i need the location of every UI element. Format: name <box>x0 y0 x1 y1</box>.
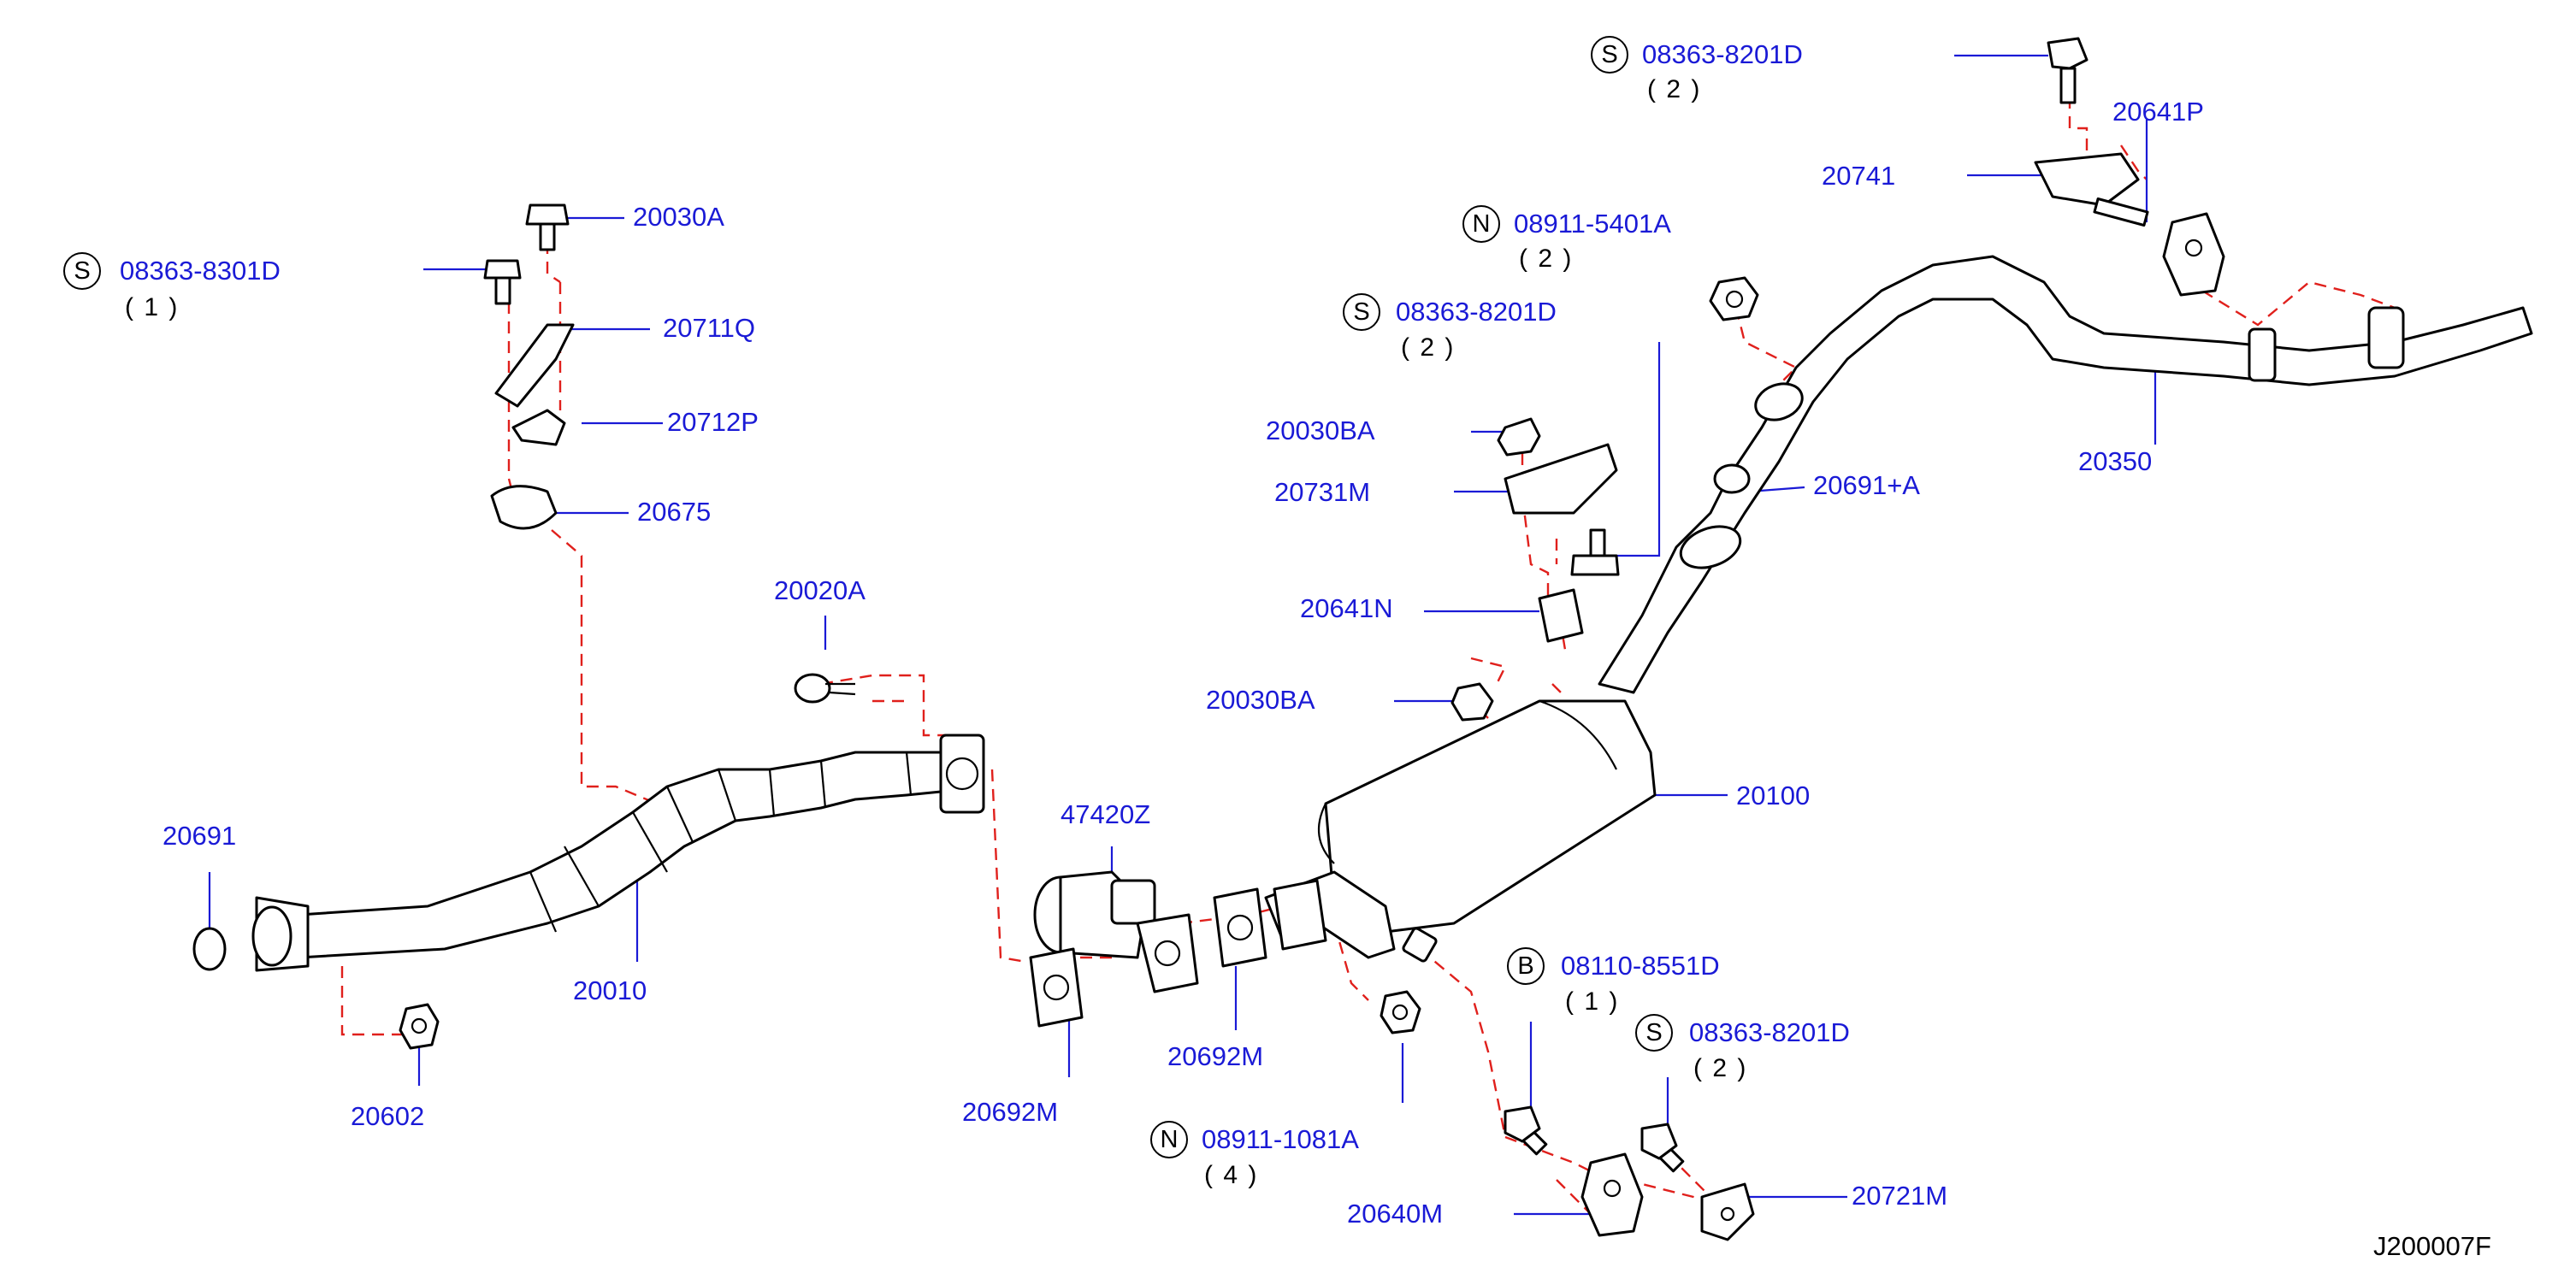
part-number-label[interactable]: 20692M <box>1167 1041 1264 1071</box>
part-number-label[interactable]: 08363-8201D <box>1642 39 1803 69</box>
rear-hanger-assembly <box>2034 37 2225 297</box>
part-number-label[interactable]: 20350 <box>2078 446 2153 476</box>
nut-part <box>399 1003 440 1050</box>
clip-part <box>794 673 856 704</box>
part-number-label[interactable]: 20010 <box>573 975 647 1005</box>
quantity-label: ( 2 ) <box>1401 333 1456 362</box>
standard-bolt-badge: S <box>63 252 101 290</box>
quantity-label: ( 2 ) <box>1519 245 1574 273</box>
flange-nut <box>1380 990 1421 1034</box>
standard-bolt-badge: S <box>1591 36 1628 74</box>
flange-gasket-right <box>1213 887 1267 968</box>
part-number-label[interactable]: 08363-8301D <box>120 256 281 286</box>
part-number-label[interactable]: 20691+A <box>1813 470 1920 500</box>
part-number-label[interactable]: 20675 <box>637 497 712 527</box>
quantity-label: ( 2 ) <box>1693 1054 1748 1082</box>
part-number-label[interactable]: 20641P <box>2112 97 2204 127</box>
standard-bolt-badge: S <box>1343 293 1380 331</box>
part-number-label[interactable]: 20100 <box>1736 781 1811 810</box>
part-number-label[interactable]: 08110-8551D <box>1561 951 1720 981</box>
part-number-label[interactable]: 20731M <box>1274 477 1371 507</box>
bolt-badge: B <box>1507 947 1545 985</box>
callout-leader-lines <box>208 54 2157 1216</box>
part-number-label[interactable]: 08363-8201D <box>1396 297 1557 327</box>
part-number-label[interactable]: 20711Q <box>663 313 756 343</box>
nut-badge: N <box>1462 205 1500 243</box>
part-number-label[interactable]: 08911-5401A <box>1514 209 1671 239</box>
part-number-label[interactable]: 20741 <box>1822 161 1896 191</box>
quantity-label: ( 1 ) <box>1565 987 1620 1016</box>
part-number-label[interactable]: 20030BA <box>1206 685 1315 715</box>
center-joint-assembly <box>1033 870 1199 993</box>
part-number-label[interactable]: 20641N <box>1300 593 1393 623</box>
part-number-label[interactable]: 20721M <box>1852 1181 1948 1211</box>
gasket-ring <box>192 927 227 971</box>
part-number-label[interactable]: 08363-8201D <box>1689 1017 1850 1047</box>
front-exhaust-pipe <box>251 734 985 972</box>
outlet-nut <box>1709 276 1759 321</box>
part-number-label[interactable]: 08911-1081A <box>1202 1124 1359 1154</box>
outlet-gasket <box>1713 463 1751 494</box>
part-number-label[interactable]: 20712P <box>667 407 759 437</box>
part-number-label[interactable]: 20602 <box>351 1101 425 1131</box>
part-number-label[interactable]: 47420Z <box>1061 799 1151 829</box>
main-muffler <box>1264 699 1657 963</box>
middle-hanger-assembly <box>1450 417 1620 722</box>
part-number-label[interactable]: 20020A <box>774 575 866 605</box>
part-number-label[interactable]: 20640M <box>1347 1199 1444 1229</box>
quantity-label: ( 1 ) <box>125 293 180 321</box>
part-number-label[interactable]: 20030A <box>633 202 724 232</box>
bottom-hanger-assembly <box>1504 1105 1755 1241</box>
nut-badge: N <box>1150 1121 1188 1158</box>
part-number-label[interactable]: 20030BA <box>1266 415 1375 445</box>
hanger-bracket-stack <box>483 203 575 530</box>
tail-pipe <box>1598 255 2533 694</box>
assembly-guide-lines <box>340 77 2396 1215</box>
quantity-label: ( 2 ) <box>1647 75 1702 103</box>
flange-gasket-left <box>1029 947 1084 1028</box>
quantity-label: ( 4 ) <box>1204 1161 1259 1189</box>
part-number-label[interactable]: 20692M <box>962 1097 1059 1127</box>
diagram-code: J200007F <box>2373 1231 2491 1261</box>
part-number-label[interactable]: 20691 <box>162 821 237 851</box>
standard-bolt-badge: S <box>1635 1014 1673 1052</box>
